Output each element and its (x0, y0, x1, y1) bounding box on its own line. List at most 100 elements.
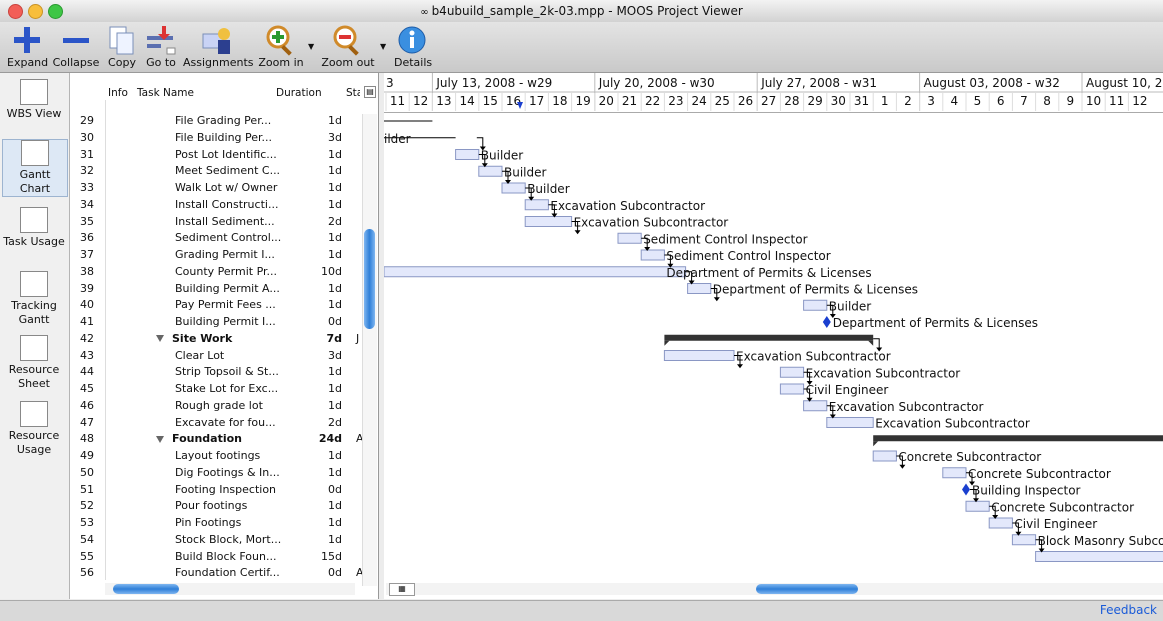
resource-label: ilder (384, 132, 411, 146)
disclosure-triangle-icon[interactable] (156, 435, 164, 443)
col-header-task-name[interactable]: Task Name (137, 87, 194, 99)
resource-label: Excavation Subcontractor (875, 417, 1030, 431)
copy-button[interactable]: Copy (104, 24, 140, 69)
table-hscroll-thumb[interactable] (113, 584, 179, 594)
assignments-button[interactable]: Assignments (183, 24, 254, 69)
goto-icon (147, 26, 176, 55)
view-tracking-gantt[interactable]: Tracking Gantt (2, 271, 66, 327)
task-id: 56 (80, 566, 94, 580)
dependency-line (826, 304, 834, 317)
zoom-out-dropdown-icon[interactable]: ▼ (380, 42, 387, 51)
dependency-arrow (528, 196, 535, 201)
goto-button[interactable]: Go to (143, 24, 179, 69)
details-button[interactable]: Details (394, 24, 432, 69)
dependency-line (478, 154, 486, 167)
task-duration: 1d (328, 516, 342, 529)
close-window-button[interactable] (8, 4, 23, 19)
task-name-text: Build Block Foun... (175, 549, 277, 563)
day-label: 3 (927, 94, 935, 108)
task-duration: 1d (328, 382, 342, 395)
col-header-info[interactable]: Info (108, 87, 128, 99)
task-id: 36 (80, 231, 94, 245)
dependency-line (896, 455, 903, 468)
table-horizontal-scrollbar[interactable] (105, 583, 355, 595)
day-label: 18 (552, 94, 568, 108)
zoom-in-button[interactable]: Zoom in (258, 24, 304, 69)
feedback-link[interactable]: Feedback (1099, 603, 1157, 617)
col-header-start[interactable]: Start (346, 87, 360, 99)
task-bar (384, 266, 687, 278)
dependency-line (826, 405, 834, 418)
task-bar (663, 350, 735, 361)
gantt-hscroll-thumb[interactable] (756, 584, 858, 594)
task-name: Building Permit I... (175, 314, 345, 330)
dependency-arrow (644, 247, 651, 251)
dependency-arrow (737, 364, 743, 369)
view-wbs[interactable]: WBS View (2, 79, 66, 121)
view-task-usage[interactable]: Task Usage (2, 207, 66, 249)
week-label: August 10, 2 (1086, 76, 1163, 90)
disclosure-triangle-icon[interactable] (156, 335, 164, 343)
task-duration: 1d (328, 147, 342, 161)
zoom-in-dropdown-icon[interactable]: ▼ (308, 42, 315, 51)
task-id: 47 (80, 415, 94, 429)
task-id: 31 (80, 147, 94, 161)
col-header-duration[interactable]: Duration (276, 87, 322, 99)
task-name: Footing Inspection (175, 482, 345, 498)
view-gantt-chart[interactable]: Gantt Chart (2, 139, 68, 197)
task-name-text: Meet Sediment C... (175, 164, 281, 178)
gantt-horizontal-scrollbar[interactable]: ▦ (386, 583, 1163, 596)
zoom-in-icon (266, 25, 292, 56)
column-chooser-icon[interactable]: ▤ (364, 86, 376, 98)
zoom-window-button[interactable] (48, 4, 63, 19)
gantt-icon (21, 140, 49, 166)
expand-button[interactable]: Expand (7, 24, 48, 69)
dependency-line (685, 271, 693, 284)
task-name-text: County Permit Pr... (175, 264, 278, 278)
collapse-button[interactable]: Collapse (52, 24, 100, 69)
toolbar: Expand Collapse Copy Go to Assignments Z… (0, 22, 1163, 73)
view-resource-usage[interactable]: Resource Usage (2, 401, 66, 457)
dependency-line (525, 187, 532, 200)
table-vertical-scrollbar[interactable] (362, 114, 377, 586)
view-resource-sheet[interactable]: Resource Sheet (2, 335, 66, 391)
task-id: 45 (80, 382, 94, 395)
task-id: 49 (80, 449, 94, 462)
task-name-text: Dig Footings & In... (175, 465, 280, 479)
minimize-window-button[interactable] (28, 4, 43, 19)
task-name: Meet Sediment C... (175, 163, 345, 179)
task-name: Sediment Control... (175, 230, 345, 246)
table-vscroll-thumb[interactable] (364, 229, 375, 329)
zoom-out-button[interactable]: Zoom out (320, 24, 376, 69)
copy-icon (109, 26, 134, 55)
calendar-icon[interactable]: ▦ (389, 583, 415, 596)
